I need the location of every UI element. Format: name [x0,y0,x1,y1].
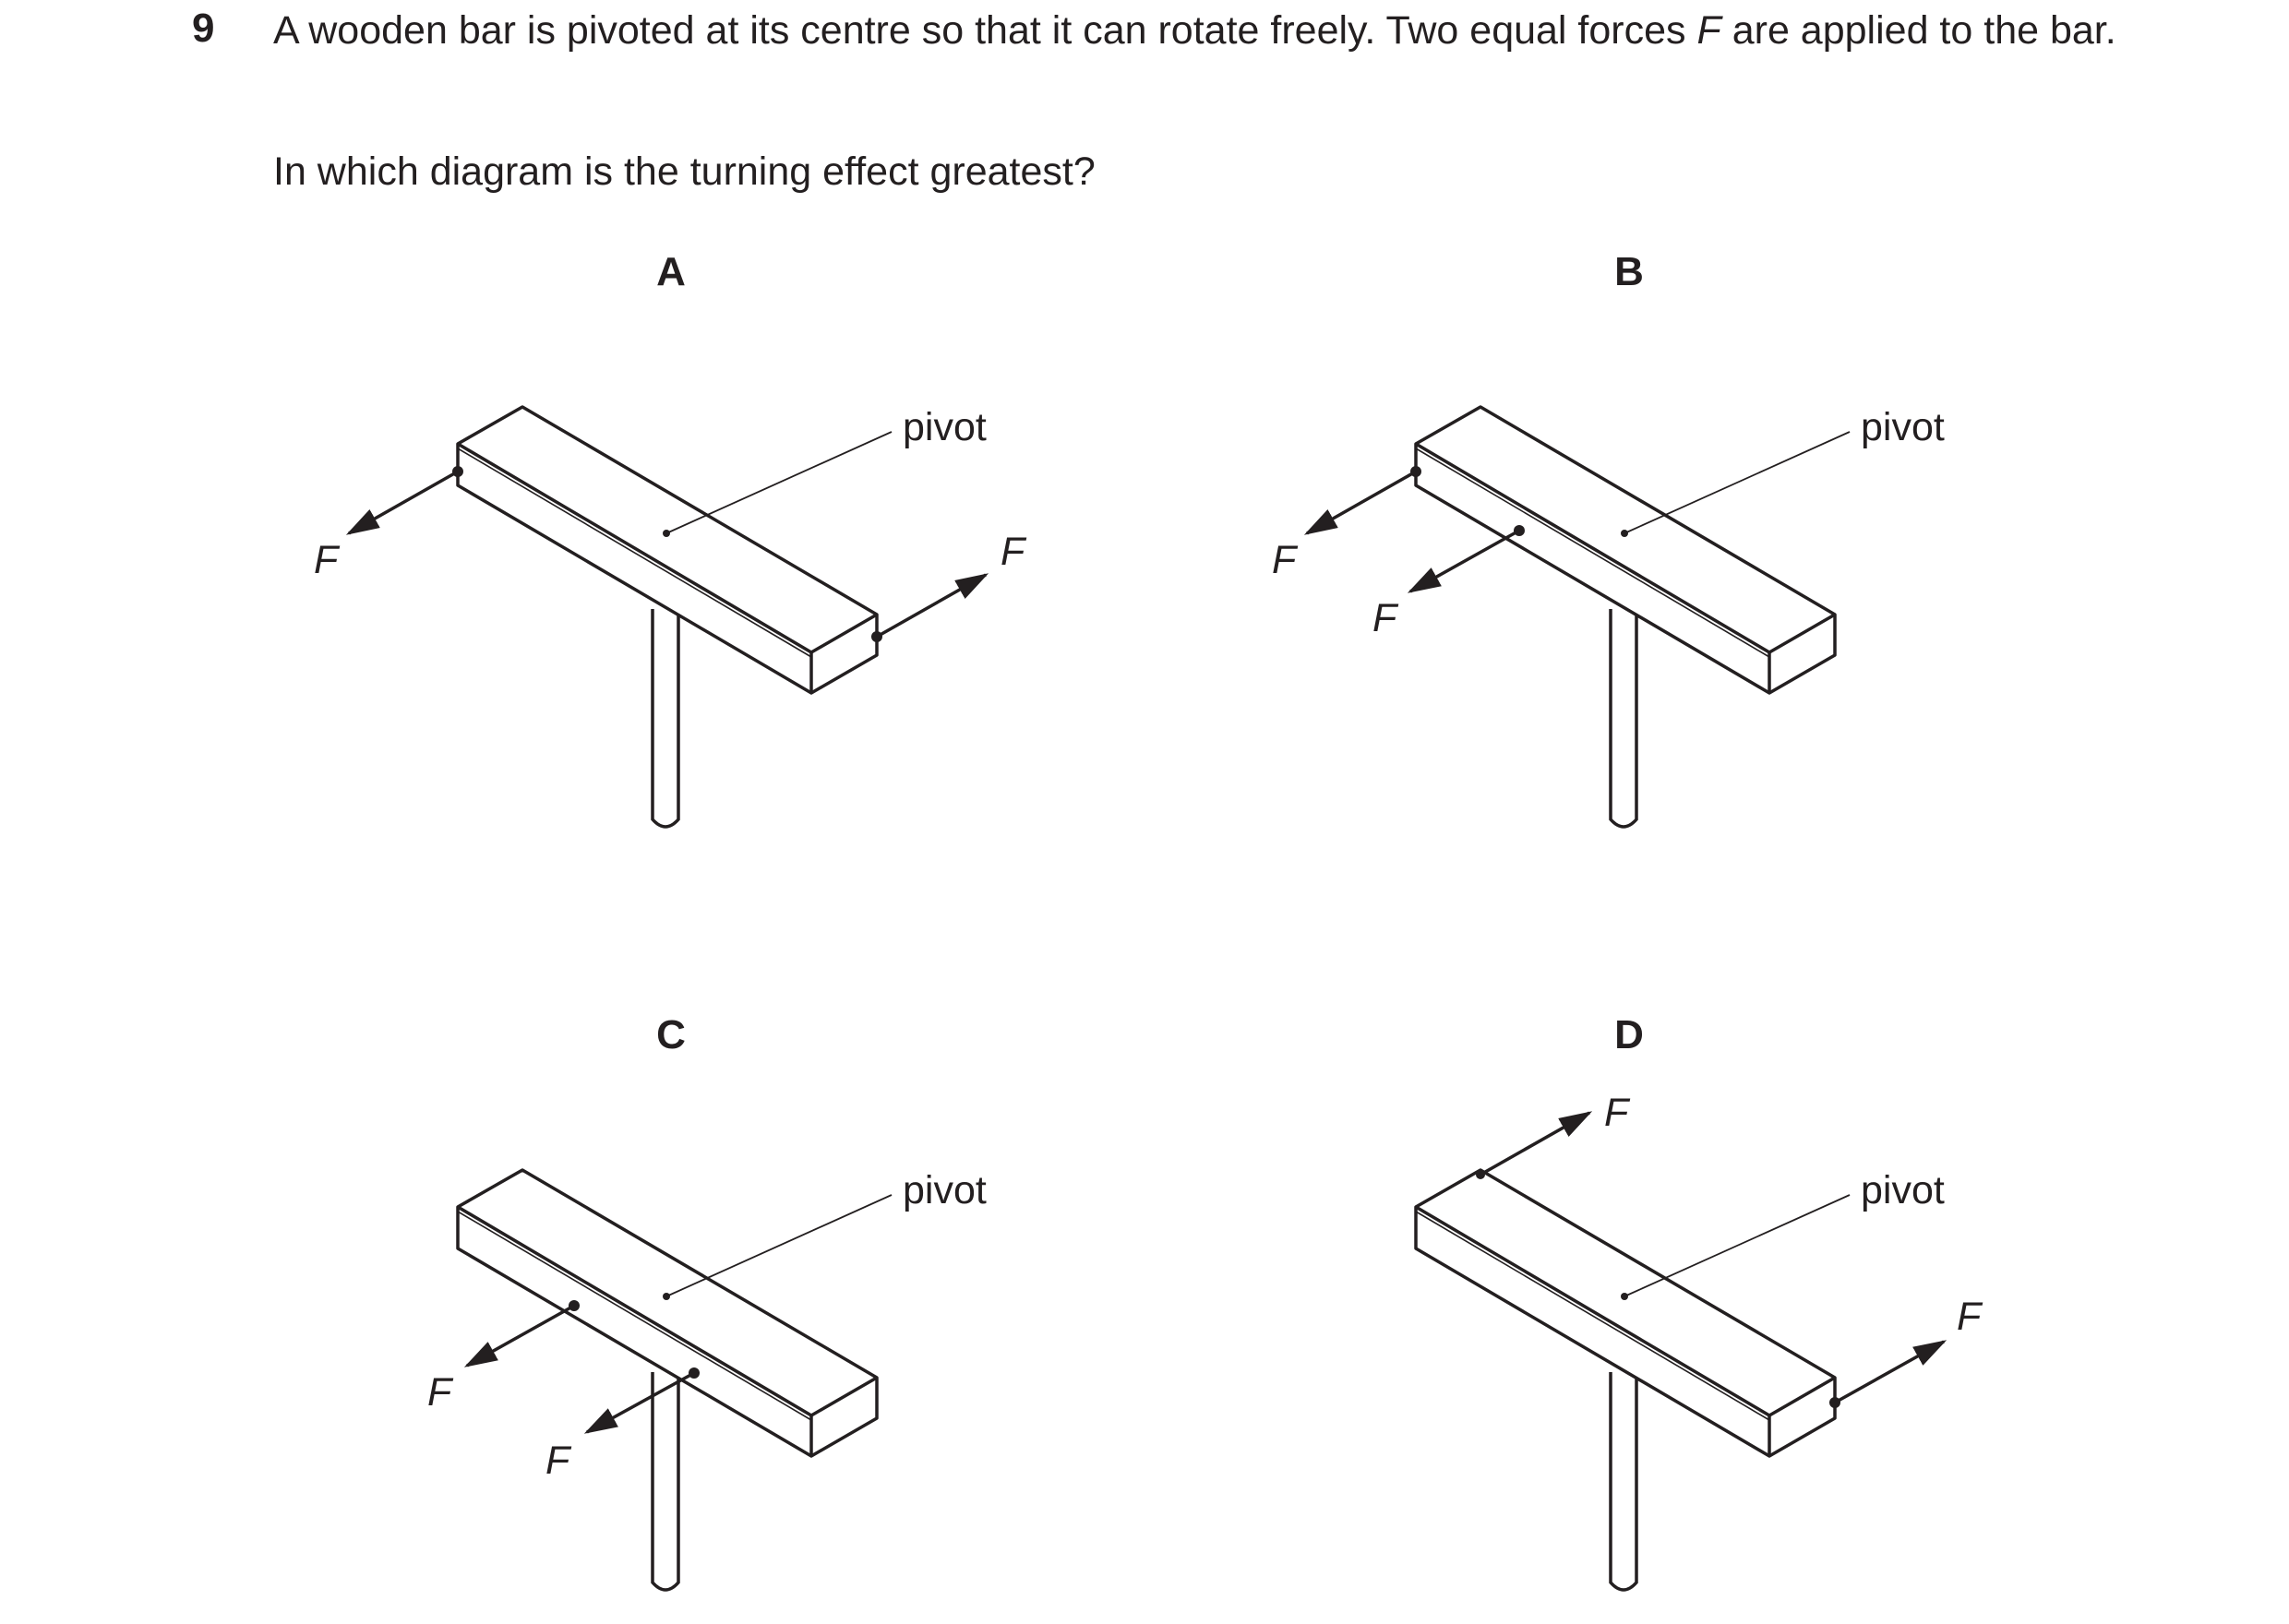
option-b-force-1: F [1272,466,1421,582]
option-a-force-1-label: F [314,538,341,582]
question-text: A wooden bar is pivoted at its centre so… [273,6,2211,55]
option-b-post [1609,609,1638,829]
option-a-force-2: F [871,530,1027,642]
option-a-force-1: F [314,466,463,582]
option-b-pivot-leader [1624,431,1851,534]
option-b-force-2-label: F [1372,596,1399,640]
option-a-pivot-leader [665,431,893,534]
force-symbol: F [1696,8,1721,53]
option-d-force-1: F [1476,1091,1631,1179]
option-c-pivot-leader [665,1194,893,1297]
option-c-bar [456,1168,879,1458]
option-b-label: B [1614,249,1644,294]
option-d-force-1-label: F [1604,1091,1631,1135]
option-d-pivot-leader [1624,1194,1851,1297]
option-b-force-1-label: F [1272,538,1299,582]
option-a-diagram: A pivot F F [314,249,1027,829]
option-c-force-1: F [427,1300,580,1415]
option-d-label: D [1614,1012,1644,1057]
option-b-pivot-label: pivot [1861,405,1945,449]
question-prompt: In which diagram is the turning effect g… [273,149,1096,194]
option-a-post [651,609,680,829]
question-text-end: are applied to the bar. [1720,8,2116,53]
option-c-force-2-label: F [545,1439,572,1483]
option-c-label: C [656,1012,686,1057]
option-c-force-1-label: F [427,1370,454,1415]
question-number: 9 [192,6,215,51]
option-b-force-2: F [1372,525,1525,640]
option-d-diagram: D pivot F F [1414,1012,1983,1592]
option-c-post [651,1372,680,1592]
option-a-force-2-label: F [1001,530,1027,574]
option-a-pivot-label: pivot [903,405,987,449]
question-text-start: A wooden bar is pivoted at its centre so… [273,8,1697,53]
option-d-force-2-label: F [1957,1295,1983,1339]
option-c-pivot-label: pivot [903,1168,987,1212]
option-b-bar [1414,405,1837,695]
option-a-bar [456,405,879,695]
option-d-post [1609,1372,1638,1592]
option-b-diagram: B pivot F F [1272,249,1945,829]
option-c-force-2: F [545,1367,700,1483]
option-d-bar [1414,1168,1837,1458]
option-d-pivot-label: pivot [1861,1168,1945,1212]
option-a-label: A [656,249,686,294]
option-d-force-2: F [1829,1295,1983,1408]
option-c-diagram: C pivot F F [427,1012,987,1592]
